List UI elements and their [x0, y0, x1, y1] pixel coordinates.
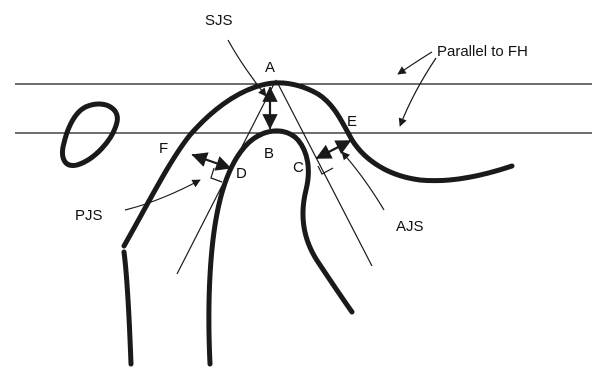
point-f-label: F: [159, 140, 169, 157]
glenoid-fossa-outline: [121, 80, 515, 249]
point-c-label: C: [293, 159, 304, 176]
ear-canal-outline: [60, 101, 120, 168]
ajs-label: AJS: [396, 218, 424, 235]
pjs-measure-arrow: [191, 152, 232, 171]
parallel-leader-lower: [398, 57, 437, 127]
pjs-right-angle-mark: [210, 167, 223, 183]
pjs-leader-line: [124, 179, 201, 211]
sjs-leader-line: [227, 39, 267, 97]
point-a-label: A: [265, 59, 276, 76]
ajs-measure-arrow: [315, 139, 352, 160]
parallel-to-fh-label: Parallel to FH: [437, 43, 528, 60]
ajs-leader-line: [341, 151, 385, 211]
condyle-outline: [206, 128, 355, 367]
parallel-leader-upper: [397, 51, 433, 75]
pjs-label: PJS: [75, 207, 103, 224]
posterior-ramus-border: [121, 249, 134, 367]
point-b-label: B: [264, 145, 275, 162]
point-d-label: D: [236, 165, 247, 182]
sjs-label: SJS: [205, 12, 233, 29]
tangent-line-posterior: [176, 79, 277, 275]
ajs-right-angle-mark: [317, 165, 334, 175]
point-e-label: E: [347, 113, 358, 130]
